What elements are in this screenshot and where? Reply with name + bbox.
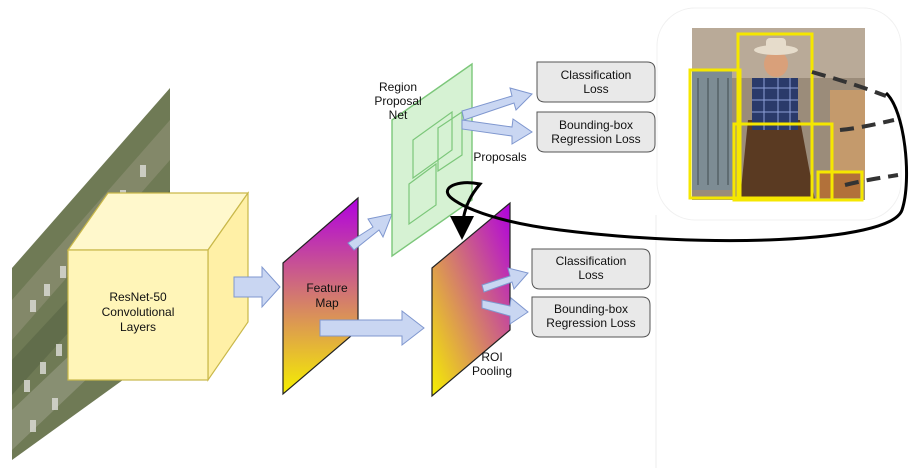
arrow-featuremap-to-roi: [319, 309, 425, 347]
rpn-classification-loss-box: Classification Loss: [536, 61, 656, 103]
head-reg-loss-label-2: Regression Loss: [546, 316, 635, 330]
head-reg-loss-label-1: Bounding-box: [554, 302, 628, 316]
proposals-label: Proposals: [473, 150, 526, 164]
arrow-roi-to-cls-loss: [481, 267, 529, 293]
rpn-label-1: Region: [379, 80, 417, 94]
rpn-label-2: Proposal: [374, 94, 421, 108]
rpn-cls-loss-label-2: Loss: [583, 82, 608, 96]
backbone-label-2: Convolutional: [102, 305, 175, 319]
roi-pooling-map: ROI Pooling: [431, 201, 512, 398]
arrow-roi-to-reg-loss: [481, 297, 529, 325]
arrow-featuremap-to-rpn: [347, 213, 393, 251]
loop-arrow-proposals-to-roi: [445, 91, 909, 243]
proposal-boxes: [688, 32, 864, 202]
roi-label-2: Pooling: [472, 364, 512, 378]
rpn-label-3: Net: [389, 108, 408, 122]
rpn-cls-loss-label-1: Classification: [561, 68, 632, 82]
head-cls-loss-label-2: Loss: [578, 268, 603, 282]
arrow-rpn-to-cls-loss: [461, 87, 533, 121]
backbone-label-1: ResNet-50: [109, 290, 167, 304]
backbone-label-3: Layers: [120, 320, 156, 334]
backbone-cube: ResNet-50 Convolutional Layers: [66, 191, 250, 382]
proposal-example-panel: [656, 7, 902, 221]
example-photo: [692, 28, 865, 200]
head-regression-loss-box: Bounding-box Regression Loss: [531, 296, 651, 338]
region-proposal-net: Region Proposal Net: [374, 62, 473, 258]
rpn-reg-loss-label-1: Bounding-box: [559, 118, 633, 132]
dashed-connectors: [811, 70, 899, 187]
feature-map-label-1: Feature: [306, 281, 348, 295]
head-classification-loss-box: Classification Loss: [531, 248, 651, 290]
arrow-backbone-to-featuremap: [233, 265, 281, 309]
feature-map-label-2: Map: [315, 296, 339, 310]
roi-label-1: ROI: [481, 350, 502, 364]
rpn-regression-loss-box: Bounding-box Regression Loss: [536, 111, 656, 153]
feature-map: Feature Map: [282, 196, 359, 396]
head-cls-loss-label-1: Classification: [556, 254, 627, 268]
rpn-reg-loss-label-2: Regression Loss: [551, 132, 640, 146]
arrow-rpn-to-reg-loss: [461, 118, 533, 145]
